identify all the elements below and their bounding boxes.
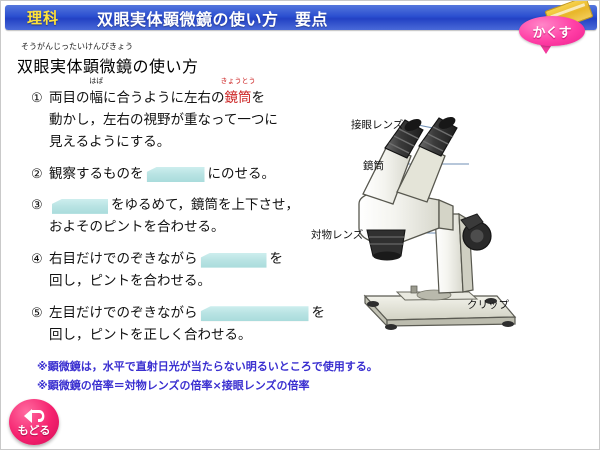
step-text: 動かし，左右の視野が重なって一つに — [49, 111, 278, 127]
notes-block: ※顕微鏡は，水平で直射日光が当たらない明るいところで使用する。 ※顕微鏡の倍率＝対… — [37, 357, 378, 396]
step-line: およそのピントを合わせる。 — [31, 216, 351, 238]
step-item: ③ をゆるめて，鏡筒を上下させ， およそのピントを合わせる。 — [31, 194, 351, 238]
step-line: 見えるようにする。 — [31, 131, 351, 153]
step-line: 回し，ピントを合わせる。 — [31, 270, 351, 292]
ruby-term: はば幅 — [89, 78, 104, 109]
step-text: を — [269, 251, 284, 267]
subtitle-block: そうがんじったいけんびきょう 双眼実体顕微鏡の使い方 — [17, 41, 199, 77]
subtitle-furigana: そうがんじったいけんびきょう — [21, 42, 133, 51]
label-clip: クリップ — [467, 299, 509, 311]
step-text: を — [311, 304, 326, 320]
step-marker: ④ — [31, 251, 43, 267]
step-text: 両目の — [49, 90, 90, 105]
step-text: 観察するものを — [49, 165, 144, 181]
furigana: きょうとう — [220, 77, 256, 85]
step-text: およそのピントを合わせる。 — [49, 219, 225, 235]
answer-blank[interactable] — [200, 306, 309, 322]
microscope-illustration — [358, 117, 517, 330]
subject-tag: 理科 — [27, 9, 60, 27]
step-line: 動かし，左右の視野が重なって一つに — [31, 109, 351, 131]
step-line: ③ をゆるめて，鏡筒を上下させ， — [31, 194, 351, 216]
step-text: にのせる。 — [207, 165, 276, 181]
step-text: を — [251, 90, 266, 105]
step-line: ④ 右目だけでのぞきながら を — [31, 248, 351, 270]
ruby-term: きょうとう鏡筒 — [221, 78, 256, 109]
label-objective: 対物レンズ — [311, 229, 364, 241]
back-arrow-icon — [24, 409, 45, 423]
step-text: 回し，ピントを正しく合わせる。 — [49, 326, 252, 342]
ruby-base: 幅 — [89, 90, 104, 105]
step-item: ④ 右目だけでのぞきながら を回し，ピントを合わせる。 — [31, 248, 351, 292]
header-bar: 理科 双眼実体顕微鏡の使い方 要点 — [5, 5, 597, 30]
step-line: 回し，ピントを正しく合わせる。 — [31, 324, 351, 346]
hide-button-label: かくす — [532, 25, 572, 41]
hide-button-bubble[interactable]: かくす — [519, 16, 585, 46]
speech-bubble-tail — [539, 43, 553, 54]
answer-blank[interactable] — [52, 198, 108, 214]
step-marker: ⑤ — [31, 304, 43, 320]
subtitle-text: 双眼実体顕微鏡の使い方 — [17, 59, 199, 76]
ruby-base: 鏡筒 — [224, 90, 252, 105]
step-text: 右目だけでのぞきながら — [49, 251, 198, 267]
step-item: ⑤ 左目だけでのぞきながら を回し，ピントを正しく合わせる。 — [31, 302, 351, 346]
step-text: 見えるようにする。 — [49, 133, 171, 149]
answer-blank[interactable] — [200, 252, 267, 268]
label-tube: 鏡筒 — [363, 160, 384, 172]
step-line: ⑤ 左目だけでのぞきながら を — [31, 302, 351, 324]
step-line: ② 観察するものを にのせる。 — [31, 163, 351, 185]
step-marker: ① — [31, 90, 43, 105]
note-line: ※顕微鏡の倍率＝対物レンズの倍率×接眼レンズの倍率 — [37, 379, 310, 393]
step-text: 回し，ピントを合わせる。 — [49, 273, 211, 289]
step-text: 左目だけでのぞきながら — [49, 304, 198, 320]
page-title: 双眼実体顕微鏡の使い方 要点 — [97, 9, 329, 29]
step-item: ② 観察するものを にのせる。 — [31, 163, 351, 185]
answer-blank[interactable] — [146, 166, 205, 182]
note-line: ※顕微鏡は，水平で直射日光が当たらない明るいところで使用する。 — [37, 360, 378, 373]
hide-button[interactable]: かくす — [517, 1, 594, 55]
furigana: はば — [89, 77, 104, 85]
microscope-diagram: 接眼レンズ 鏡筒 対物レンズ クリップ — [301, 96, 596, 336]
step-text: に合うように左右の — [103, 90, 225, 105]
step-marker: ③ — [31, 197, 43, 213]
step-marker: ② — [31, 165, 43, 181]
back-button-label: もどる — [17, 424, 51, 437]
label-eyepiece: 接眼レンズ — [351, 119, 404, 131]
step-text: をゆるめて，鏡筒を上下させ， — [111, 197, 300, 213]
back-button[interactable]: もどる — [9, 399, 59, 445]
